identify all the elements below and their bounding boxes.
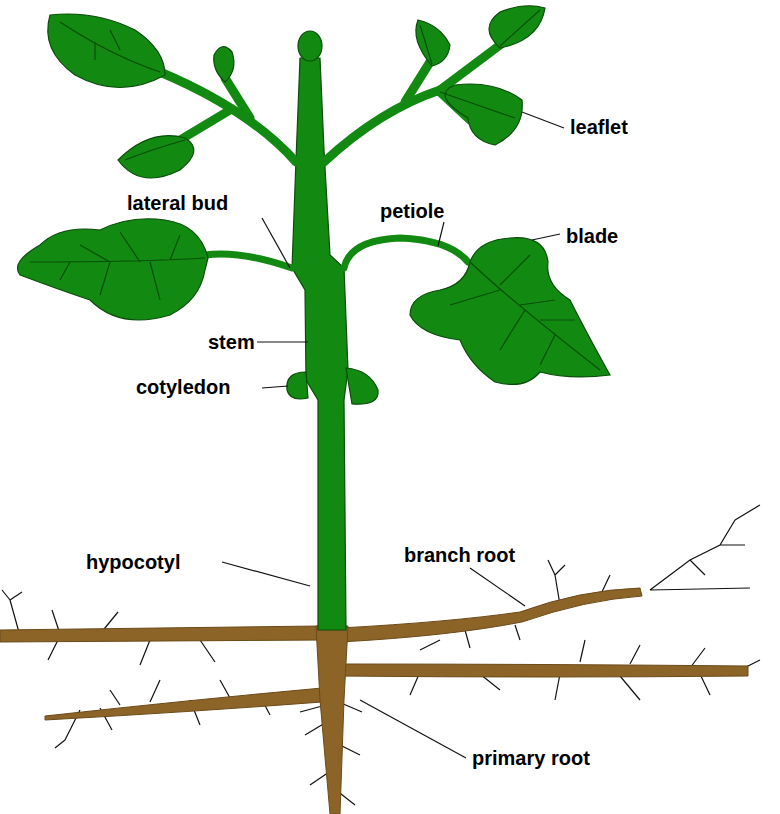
part-label: leaflet	[568, 116, 630, 138]
part-label: petiole	[378, 200, 446, 222]
part-label: hypocotyl	[84, 551, 182, 573]
leaf-veins	[30, 10, 600, 370]
part-label: blade	[564, 225, 620, 247]
stem	[287, 31, 378, 630]
part-label: stem	[206, 331, 257, 353]
leader-lines	[222, 112, 564, 758]
part-label: primary root	[470, 747, 592, 769]
part-label: lateral bud	[125, 192, 230, 214]
roots	[0, 588, 748, 814]
leaves	[18, 6, 611, 385]
cotyledon-left	[287, 372, 308, 399]
cotyledon-right	[346, 368, 378, 404]
branches	[160, 45, 500, 268]
part-label: cotyledon	[134, 376, 232, 398]
root-hairs	[2, 505, 760, 805]
part-label: branch root	[402, 544, 517, 566]
